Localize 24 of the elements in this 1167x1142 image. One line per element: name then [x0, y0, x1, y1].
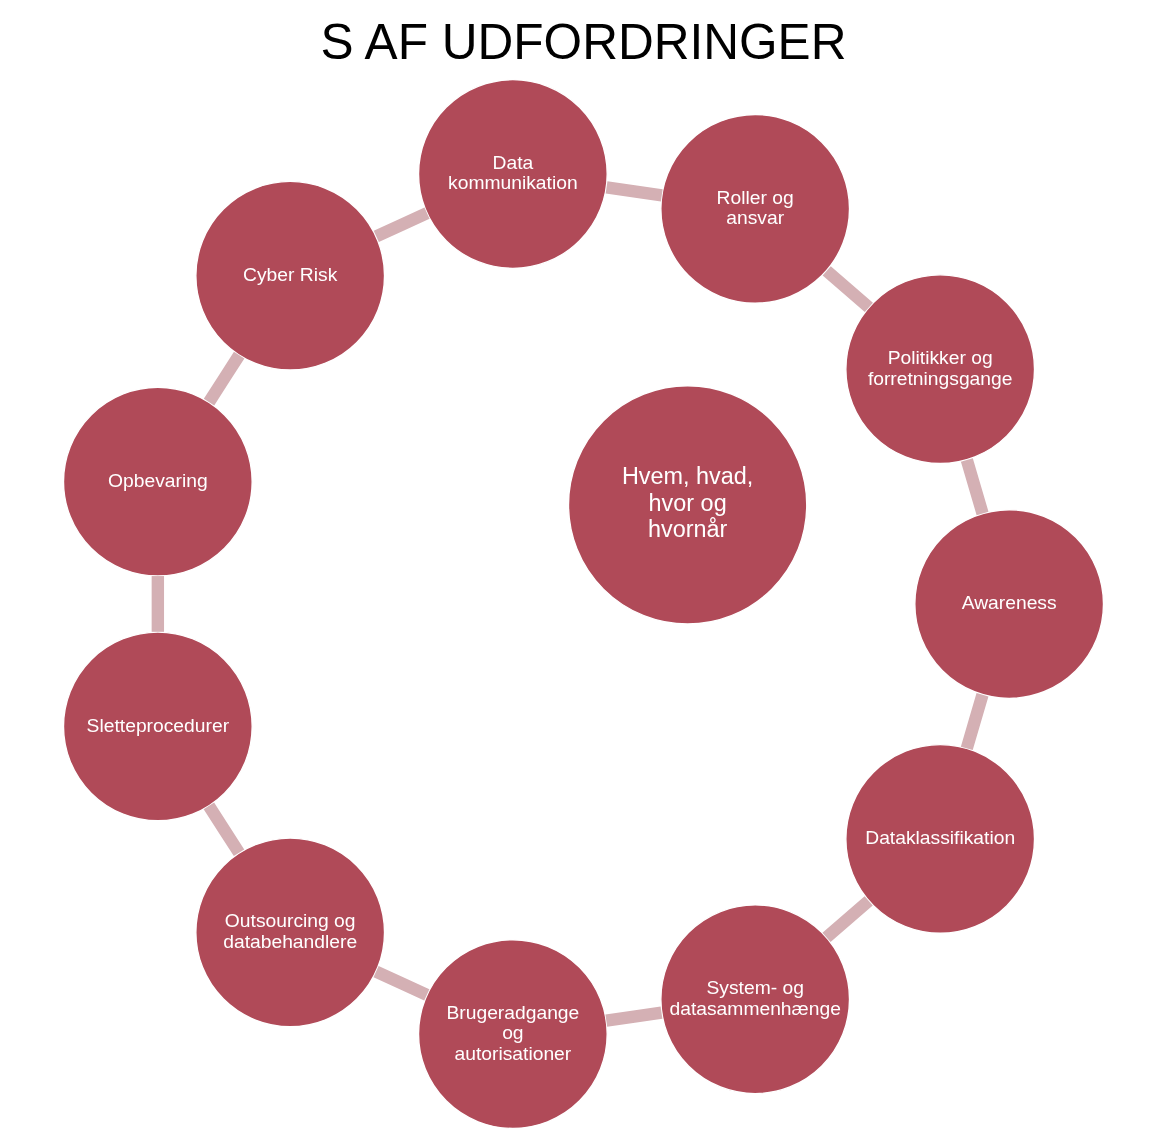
node-circle: Awareness — [914, 509, 1105, 700]
node-circle: Politikker og forretningsgange — [845, 274, 1036, 465]
connector — [960, 693, 989, 751]
node-circle: Hvem, hvad, hvor og hvornår — [567, 385, 808, 625]
node-circle: Brugeradgange og autorisationer — [417, 939, 608, 1130]
node-circle: Opbevaring — [62, 386, 253, 577]
node-circle: Outsourcing og databehandlere — [195, 837, 386, 1028]
connector — [605, 1006, 663, 1027]
diagram-title: S AF UDFORDRINGER — [320, 13, 847, 70]
connector — [822, 266, 873, 313]
connector — [203, 802, 245, 857]
connector — [605, 181, 663, 202]
node-circle: Roller og ansvar — [660, 113, 851, 304]
connector — [960, 458, 989, 516]
connector — [203, 351, 245, 406]
connector — [373, 207, 430, 243]
node-circle: System- og datasammenhænge — [660, 904, 851, 1095]
node-circle: Data kommunikation — [417, 79, 608, 270]
connector — [373, 965, 430, 1001]
node-circle: Dataklassifikation — [845, 743, 1036, 934]
node-circle: Cyber Risk — [195, 180, 386, 371]
node-circle: Sletteprocedurer — [62, 631, 253, 822]
connector — [151, 576, 165, 632]
connector — [822, 896, 873, 943]
